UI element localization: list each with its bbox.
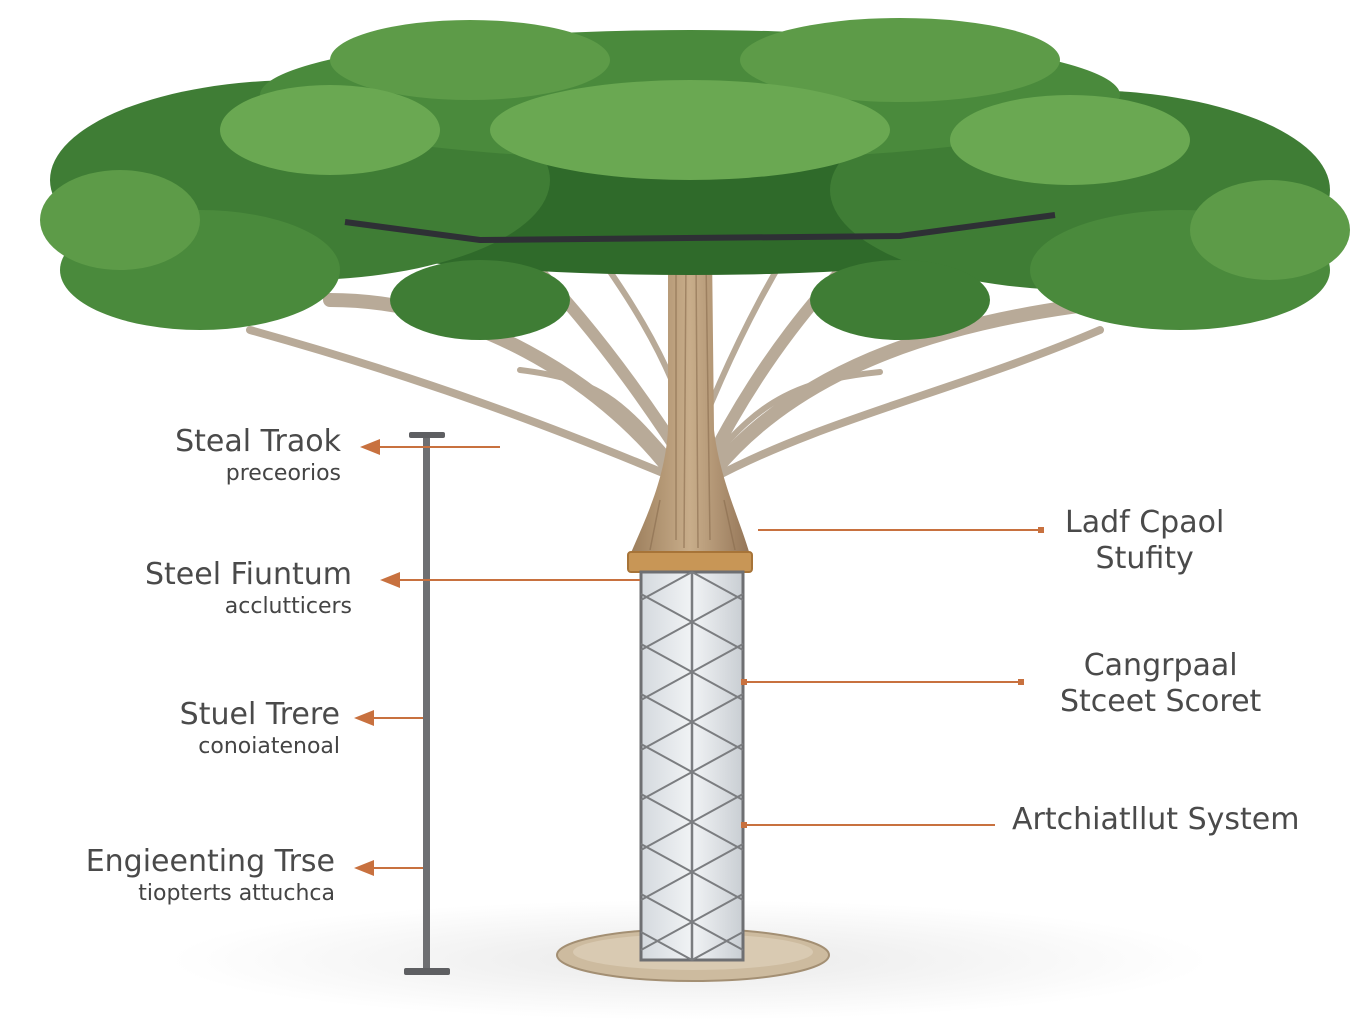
label-title: Stuel Trere bbox=[179, 697, 340, 732]
platform-rim bbox=[344, 212, 1056, 244]
label-steal-traok: Steal Traok preceorios bbox=[175, 424, 341, 488]
steel-collar bbox=[627, 551, 753, 573]
tree-canopy bbox=[40, 18, 1350, 340]
label-title: Artchiatllut System bbox=[1012, 802, 1300, 837]
trunk-texture bbox=[649, 259, 736, 551]
label-stuel-trere: Stuel Trere conoiatenoal bbox=[180, 697, 340, 761]
measuring-rod bbox=[404, 432, 450, 975]
label-title: Engieenting Trse bbox=[85, 844, 335, 879]
label-artchiatllut-system: Artchiatllut System bbox=[1012, 802, 1299, 838]
label-engieenting-trse: Engieenting Trse tiopterts attuchca bbox=[86, 844, 335, 908]
label-title: Cangrpaal bbox=[1083, 648, 1238, 683]
label-subtitle: conoiatenoal bbox=[198, 734, 340, 759]
lattice-pattern bbox=[640, 571, 744, 961]
callout-dots bbox=[741, 527, 1044, 828]
label-title: Steal Traok bbox=[175, 424, 341, 459]
tree-trunk bbox=[630, 250, 750, 555]
label-steel-fiuntum: Steel Fiuntum acclutticers bbox=[145, 557, 352, 621]
label-subtitle: Stceet Scoret bbox=[1060, 684, 1262, 719]
label-subtitle: preceorios bbox=[225, 461, 341, 486]
callout-arrows bbox=[354, 439, 1040, 876]
label-subtitle: acclutticers bbox=[224, 594, 352, 619]
label-subtitle: Stufity bbox=[1095, 541, 1194, 576]
label-title: Steel Fiuntum bbox=[144, 557, 352, 592]
label-title: Ladf Cpaol bbox=[1065, 505, 1225, 540]
label-ladf-cpaol: Ladf Cpaol Stufity bbox=[1065, 505, 1224, 577]
label-cangrpaal: Cangrpaal Stceet Scoret bbox=[1060, 648, 1261, 720]
label-subtitle: tiopterts attuchca bbox=[138, 881, 335, 906]
